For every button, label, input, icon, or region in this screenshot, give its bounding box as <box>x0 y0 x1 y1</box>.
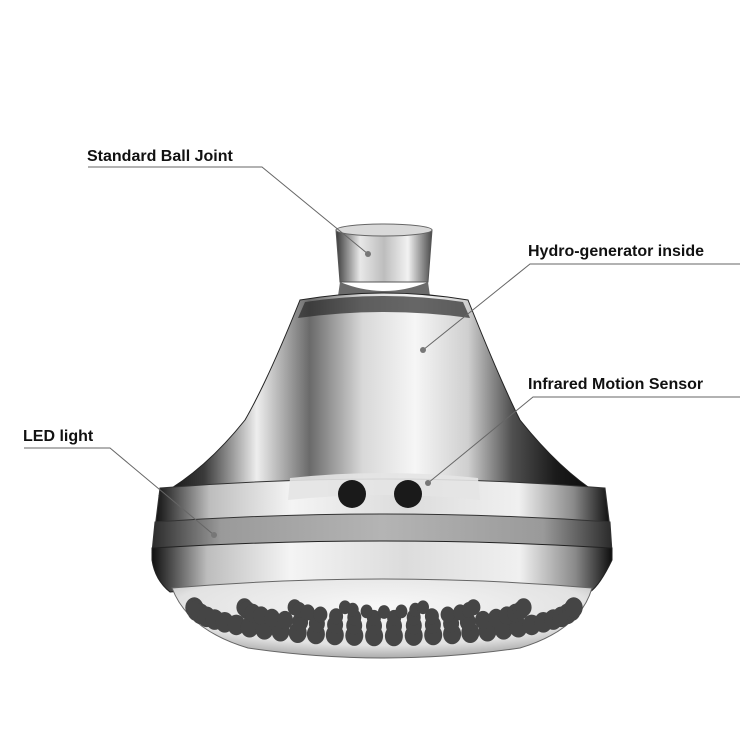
nozzle <box>564 597 583 618</box>
nozzle <box>360 604 373 619</box>
leader-lines <box>24 166 740 536</box>
nozzle <box>277 610 293 630</box>
nozzle <box>227 614 246 636</box>
nozzle <box>263 608 280 628</box>
nozzle <box>466 599 481 616</box>
nozzle <box>515 598 532 617</box>
label-led-light: LED light <box>23 428 94 445</box>
leader-line-hydro-generator <box>422 263 740 351</box>
leader-line-ball-joint <box>88 166 369 255</box>
leader-dots <box>211 251 431 538</box>
leader-line-led-light <box>24 447 215 536</box>
nozzle <box>424 608 439 625</box>
nozzle <box>313 606 328 623</box>
nozzle <box>475 610 491 630</box>
nozzle <box>300 604 315 621</box>
label-infrared-motion-sensor: Infrared Motion Sensor <box>528 376 704 393</box>
ball-joint <box>335 223 433 304</box>
nozzle <box>378 605 390 619</box>
pointer-dot-ball-joint <box>365 251 371 257</box>
shower-body <box>158 292 602 496</box>
label-hydro-generator: Hydro-generator inside <box>528 243 705 260</box>
leader-line-infrared-sensor <box>427 396 740 484</box>
pointer-dot-led-light <box>211 532 217 538</box>
nozzle <box>440 606 455 623</box>
infrared-sensor-eye-left <box>338 480 366 508</box>
nozzle <box>417 600 429 615</box>
pointer-dot-hydro-generator <box>420 347 426 353</box>
nozzle <box>395 604 408 619</box>
spray-nozzles <box>185 597 583 647</box>
label-standard-ball-joint: Standard Ball Joint <box>87 148 233 165</box>
nozzle <box>329 608 344 625</box>
nozzle <box>346 602 359 617</box>
infrared-sensor-eye-right <box>394 480 422 508</box>
pointer-dot-infrared-sensor <box>425 480 431 486</box>
